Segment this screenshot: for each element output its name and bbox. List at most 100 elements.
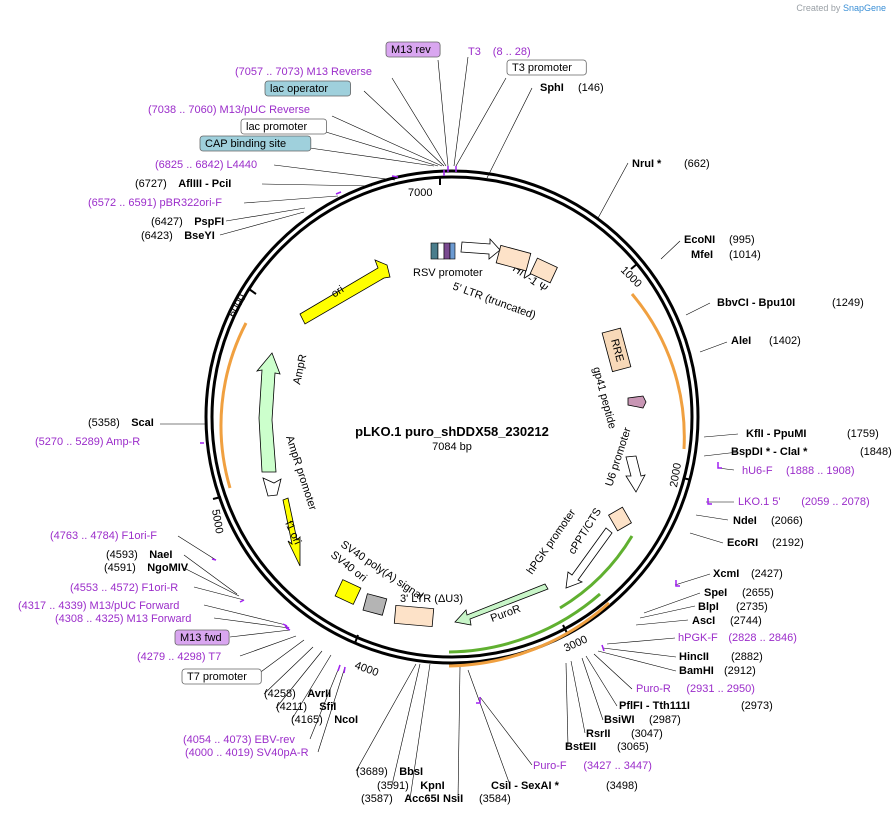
- ltr3-feature: [393, 604, 435, 628]
- ori-label: ori: [329, 284, 346, 301]
- site-pos-23: (2066): [771, 515, 803, 527]
- tick-label-5000: 5000: [209, 508, 225, 534]
- site-name-32: Puro-R: [636, 683, 671, 695]
- site-pos-28: (2744): [730, 615, 762, 627]
- site-label-48: T7 promoter: [181, 668, 262, 685]
- site-name-5: (7038 .. 7060) M13/pUC Reverse: [148, 104, 310, 116]
- site-label-29: hPGK-F (2828 .. 2846): [678, 632, 797, 644]
- site-pos-40: (3587): [361, 793, 393, 805]
- site-pos-24: (2192): [772, 537, 804, 549]
- ltr5-feature: [495, 244, 532, 272]
- site-label-22: LKO.1 5'(2059 .. 2078): [738, 496, 870, 508]
- site-name-54: NgoMIV: [147, 562, 189, 574]
- site-pos-29: (2828 .. 2846): [728, 632, 797, 644]
- backbone-inner: [210, 175, 694, 659]
- site-name-33: PflFI - Tth111I: [619, 700, 690, 712]
- site-label-34: BsiWI(2987): [604, 714, 681, 726]
- block-white: [437, 242, 445, 260]
- site-label-46: (4211)SfiI: [276, 701, 336, 713]
- site-pos-31: (2912): [724, 665, 756, 677]
- site-name-46: SfiI: [319, 701, 336, 713]
- site-pos-41: (3591): [377, 780, 409, 792]
- sv40-grey-block: [362, 593, 388, 616]
- site-label-17: BbvCI - Bpu10I(1249): [717, 297, 864, 309]
- site-name-12: BseYI: [184, 230, 215, 242]
- site-pos-19: (1759): [847, 428, 879, 440]
- rsv-promoter-label: RSV promoter: [413, 267, 483, 279]
- puror-feature: [454, 583, 549, 626]
- site-label-16: MfeI(1014): [691, 249, 761, 261]
- site-label-39: NsiI(3584): [443, 793, 511, 805]
- site-label-50: M13 fwd: [174, 629, 230, 646]
- site-label-3: (7057 .. 7073) M13 Reverse: [235, 66, 372, 78]
- tick-2000: [682, 477, 692, 481]
- site-label-19: KflI - PpuMI(1759): [746, 428, 879, 440]
- site-label-14: NruI *(662): [632, 158, 710, 170]
- site-pos-16: (1014): [729, 249, 761, 261]
- site-name-23: NdeI: [733, 515, 757, 527]
- site-pos-54: (4591): [104, 562, 136, 574]
- site-name-6: lac promoter: [246, 121, 307, 133]
- site-pos-55: (4593): [106, 549, 138, 561]
- site-label-44: (4054 .. 4073) EBV-rev: [183, 734, 295, 746]
- site-name-29: hPGK-F: [678, 632, 718, 644]
- site-pos-9: (6727): [135, 178, 167, 190]
- site-pos-45: (4165): [291, 714, 323, 726]
- site-label-58: (5358) ScaI: [88, 417, 154, 429]
- site-box-7: [199, 135, 312, 152]
- rre-feature: [601, 327, 632, 373]
- site-box-2: [506, 59, 587, 76]
- site-label-24: EcoRI(2192): [727, 537, 804, 549]
- site-label-55: (4593)NaeI: [106, 549, 172, 561]
- site-pos-33: (2973): [741, 700, 773, 712]
- site-name-36: BstEII: [565, 741, 596, 753]
- ori-feature: [299, 259, 391, 325]
- site-name-47: AvrII: [307, 688, 331, 700]
- site-name-28: AscI: [692, 615, 715, 627]
- site-label-23: NdeI (2066): [733, 515, 803, 527]
- site-name-35: RsrII: [586, 728, 610, 740]
- site-name-39: NsiI: [443, 793, 463, 805]
- hpgk-promoter-feature: [565, 527, 613, 589]
- site-name-30: HincII: [679, 651, 709, 663]
- site-name-20: BspDI * - ClaI *: [731, 446, 808, 458]
- site-pos-13: (146): [578, 82, 604, 94]
- site-name-11: PspFI: [194, 216, 224, 228]
- site-label-5: (7038 .. 7060) M13/pUC Reverse: [148, 104, 310, 116]
- orange-arc-bottom: [448, 601, 611, 668]
- site-box-4: [264, 80, 351, 97]
- site-pos-58: (5358): [88, 417, 120, 429]
- site-label-56: (4763 .. 4784) F1ori-F: [50, 530, 157, 542]
- site-name-50: M13 fwd: [180, 632, 222, 644]
- orange-arc-rre: [630, 293, 686, 450]
- site-label-2: T3 promoter: [506, 59, 587, 76]
- site-label-18: AleI(1402): [731, 335, 801, 347]
- site-label-33: PflFI - Tth111I (2973): [619, 700, 773, 712]
- ampr-label: AmpR: [291, 353, 309, 385]
- site-label-45: (4165)NcoI: [291, 714, 358, 726]
- rre-label: RRE: [608, 338, 626, 364]
- hpgk-promoter-label: hPGK promoter: [525, 507, 579, 577]
- site-label-52: (4317 .. 4339) M13/pUC Forward: [18, 600, 179, 612]
- site-name-53: (4553 .. 4572) F1ori-R: [70, 582, 178, 594]
- site-name-8: (6825 .. 6842) L4440: [155, 159, 257, 171]
- site-label-1: T3(8 .. 28): [468, 46, 531, 58]
- site-name-58: ScaI: [131, 417, 154, 429]
- site-name-0: M13 rev: [391, 44, 431, 56]
- site-name-40: Acc65I: [404, 793, 439, 805]
- site-label-30: HincII(2882): [679, 651, 763, 663]
- site-label-53: (4553 .. 4572) F1ori-R: [70, 582, 178, 594]
- site-pos-34: (2987): [649, 714, 681, 726]
- tick-5000: [212, 496, 222, 500]
- site-name-15: EcoNI: [684, 234, 715, 246]
- site-name-3: (7057 .. 7073) M13 Reverse: [235, 66, 372, 78]
- tick-label-6000: 6000: [226, 292, 249, 319]
- gp41-feature: [627, 395, 647, 409]
- site-label-32: Puro-R(2931 .. 2950): [636, 683, 755, 695]
- site-label-25: XcmI(2427): [713, 568, 783, 580]
- site-label-57: (5270 .. 5289) Amp-R: [35, 436, 140, 448]
- site-pos-12: (6423): [141, 230, 173, 242]
- ampr-feature: [255, 352, 281, 473]
- site-pos-18: (1402): [769, 335, 801, 347]
